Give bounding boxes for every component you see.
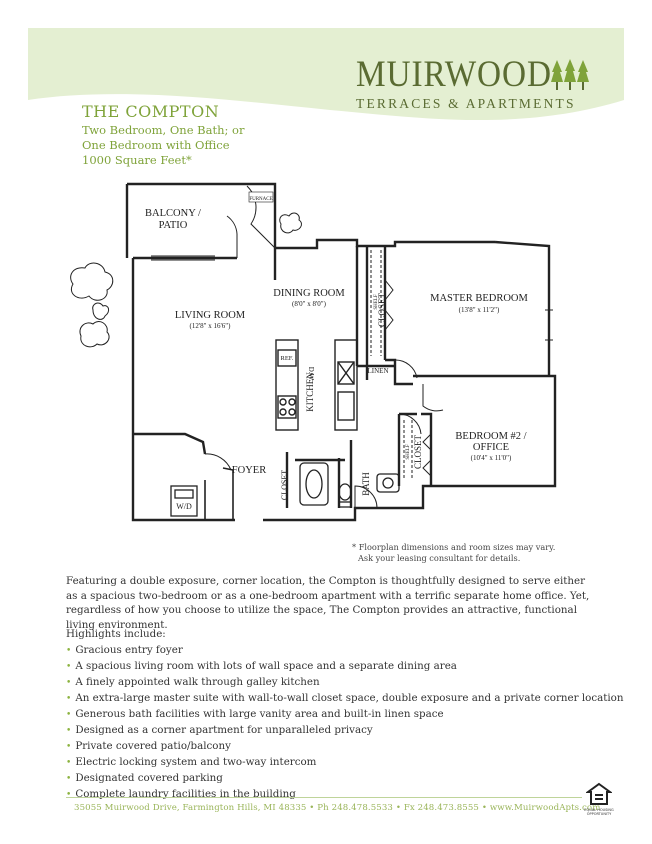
label-bedroom2-size: (10'4" x 11'0") [471,454,512,462]
label-wd: W/D [176,502,192,511]
label-foyer: FOYER [232,465,266,476]
bullet-icon: • [66,646,72,656]
bullet-icon: • [66,678,72,688]
label-balcony-2: PATIO [159,220,188,231]
label-bedroom2-1: BEDROOM #2 / [455,431,526,442]
label-shelf-bedroom2: SHELF [406,444,411,460]
intro-paragraph: Featuring a double exposure, corner loca… [66,575,590,631]
label-linen: LINEN [368,367,389,375]
label-closet-bedroom2: CLOSET [413,435,423,470]
list-item: •Generous bath facilities with large van… [66,708,444,720]
list-item: •Designed as a corner apartment for unpa… [66,724,373,736]
list-item: •Electric locking system and two-way int… [66,756,317,768]
label-living-room-size: (12'8" x 16'6") [190,322,232,330]
floor-plan: BALCONY / PATIO FURNACE DINING ROOM (8'0… [70,182,557,522]
trees-icon [551,59,589,90]
unit-name: THE COMPTON [82,102,220,121]
unit-desc-line-3: 1000 Square Feet* [82,153,192,167]
brand-tagline: TERRACES & APARTMENTS [356,96,576,111]
list-item: •Complete laundry facilities in the buil… [66,788,296,800]
label-master-bedroom: MASTER BEDROOM [430,293,528,304]
bullet-icon: • [66,710,72,720]
unit-desc-line-2: One Bedroom with Office [82,138,230,152]
bullet-icon: • [66,662,72,672]
label-master-bedroom-size: (13'8" x 11'2") [459,306,500,314]
label-shelf-master: SHELF [374,294,379,310]
list-item: •Designated covered parking [66,772,223,784]
footnote-line-1: * Floorplan dimensions and room sizes ma… [352,542,556,552]
list-item: •A spacious living room with lots of wal… [66,660,457,672]
label-balcony-1: BALCONY / [145,208,201,219]
label-dining-room-size: (8'0" x 8'0") [292,300,327,308]
footer-contact: 35055 Muirwood Drive, Farmington Hills, … [74,803,601,813]
bullet-icon: • [66,790,72,800]
bullet-icon: • [66,694,72,704]
label-bedroom2-2: OFFICE [473,442,509,453]
list-item: •An extra-large master suite with wall-t… [66,692,624,704]
label-ref: REF. [280,355,293,362]
label-furnace: FURNACE [249,197,272,202]
label-kitchen: KITCHEN [305,372,315,412]
bullet-icon: • [66,726,72,736]
unit-desc-line-1: Two Bedroom, One Bath; or [82,123,245,137]
label-bath: BATH [361,472,371,496]
list-item: •Gracious entry foyer [66,644,183,656]
header-band [28,28,624,121]
unit-title-block: THE COMPTON Two Bedroom, One Bath; or On… [82,102,244,168]
list-item: •Private covered patio/balcony [66,740,231,752]
highlights-title: Highlights include: [66,628,166,640]
bullet-icon: • [66,774,72,784]
label-closet-foyer: CLOSET [280,470,289,500]
label-dining-room: DINING ROOM [273,288,345,299]
bullet-icon: • [66,742,72,752]
footer-divider [66,797,582,798]
floorplan-footnote: * Floorplan dimensions and room sizes ma… [352,542,555,564]
footnote-line-2: Ask your leasing consultant for details. [358,553,521,563]
label-dw: D.W. [307,367,315,382]
equal-housing-icon [586,782,612,805]
label-closet-master: CLOSET [377,293,387,328]
label-living-room: LIVING ROOM [175,310,246,321]
bullet-icon: • [66,758,72,768]
equal-housing-text: EQUAL HOUSING OPPORTUNITY [584,808,614,816]
brand-logo: MUIRWOOD TERRACES & APARTMENTS [356,56,576,112]
brand-name: MUIRWOOD [356,54,552,95]
list-item: •A finely appointed walk through galley … [66,676,320,688]
highlights-list: •Gracious entry foyer •A spacious living… [66,643,624,803]
